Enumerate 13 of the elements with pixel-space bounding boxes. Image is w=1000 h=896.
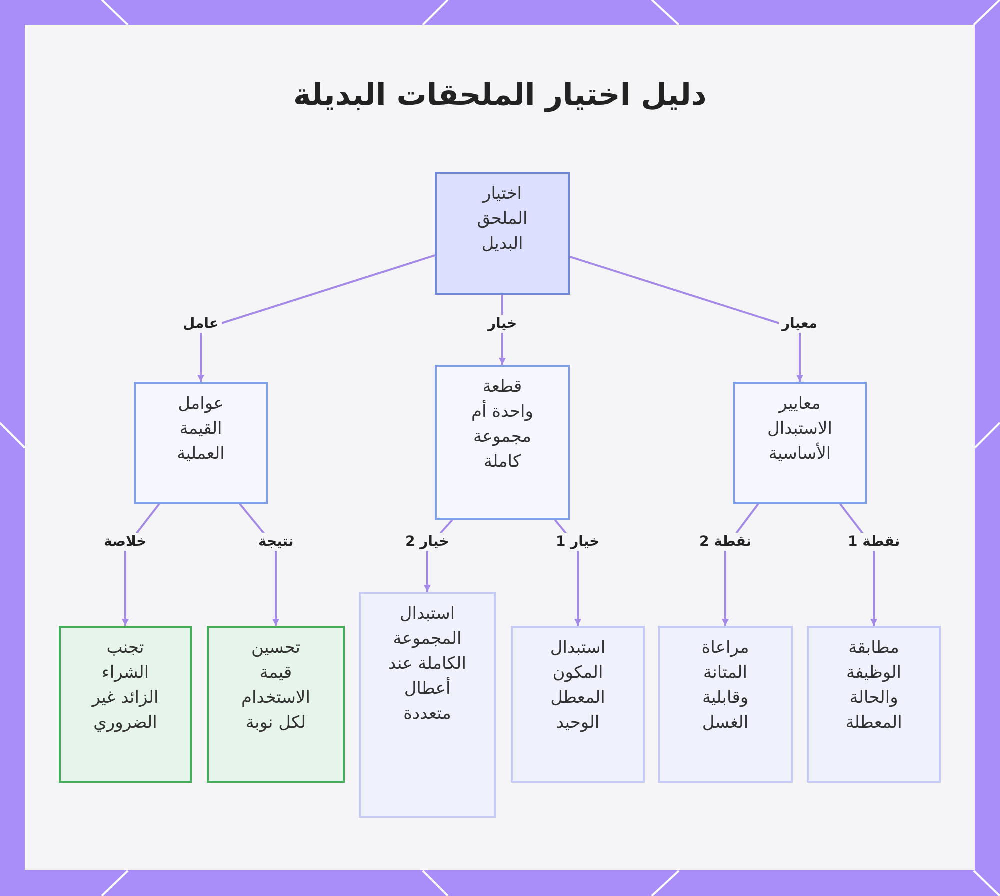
process-box: مطابقة الوظيفة والحالة المعطلة <box>807 626 941 783</box>
process-box: قطعة واحدة أم مجموعة كاملة <box>435 365 570 520</box>
arrow <box>570 256 804 382</box>
process-box: اختيار الملحق البديل <box>435 172 570 295</box>
process-box: تحسين قيمة الاستخدام لكل نوبة <box>207 626 345 783</box>
process-box: عوامل القيمة العملية <box>134 382 268 504</box>
process-box: معايير الاستبدال الأساسية <box>733 382 867 504</box>
arrow <box>198 254 436 382</box>
process-box: استبدال المكون المعطل الوحيد <box>511 626 645 783</box>
process-box: تجنب الشراء الزائد غير الضروري <box>59 626 192 783</box>
title: دليل اختيار الملحقات البديلة <box>294 77 707 115</box>
process-box: مراعاة المتانة وقابلية الغسل <box>658 626 793 783</box>
process-box: استبدال المجموعة الكاملة عند أعطال متعددة <box>359 592 496 818</box>
